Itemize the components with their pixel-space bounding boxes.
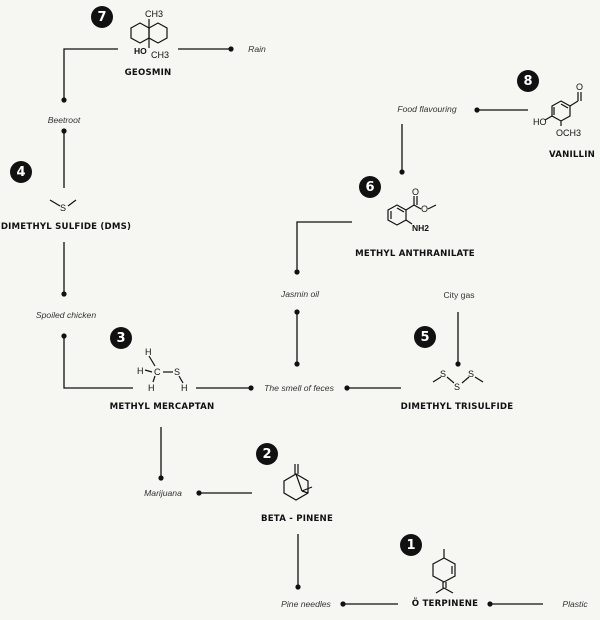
arrow-dot	[399, 169, 405, 175]
vanillin-structure: O HO OCH3	[533, 82, 583, 138]
smell-city-gas: City gas	[443, 290, 475, 300]
badge-5: 5	[414, 326, 436, 348]
arrow-dot	[228, 46, 234, 52]
smell-beetroot: Beetroot	[47, 115, 81, 125]
beta-pinene-structure	[283, 464, 313, 501]
arrow-dot	[61, 291, 67, 297]
badge-2: 2	[256, 443, 278, 465]
geosmin-ho-label: HO	[134, 46, 147, 56]
geosmin-structure: CH3 HO CH3	[130, 9, 169, 60]
arrow-dot	[294, 269, 300, 275]
compound-name-vanillin: VANILLIN	[548, 150, 596, 160]
arrow-dot	[61, 128, 67, 134]
arrow-dot	[196, 490, 202, 496]
methyl-anthranilate-structure: O O NH2	[387, 187, 437, 233]
badge-7: 7	[91, 6, 113, 28]
anthranilate-nh2-label: NH2	[412, 223, 429, 233]
smell-rain: Rain	[248, 44, 266, 54]
badge-6: 6	[359, 176, 381, 198]
connector-mercaptan-chicken	[63, 336, 133, 389]
smell-spoiled-chicken: Spoiled chicken	[35, 310, 97, 320]
compound-name-methyl-mercaptan: METHYL MERCAPTAN	[109, 402, 215, 412]
dimethyl-trisulfide-structure: S S S	[432, 369, 484, 392]
trisulfide-s3-label: S	[468, 369, 474, 379]
compound-name-geosmin: GEOSMIN	[124, 68, 172, 78]
smell-feces: The smell of feces	[264, 383, 334, 393]
mercaptan-h1-label: H	[145, 347, 152, 357]
mercaptan-s-label: S	[174, 367, 180, 377]
geosmin-ch3-top-label: CH3	[145, 9, 163, 19]
smell-marijuana: Marijuana	[144, 488, 182, 498]
compound-name-dimethyl-trisulfide: DIMETHYL TRISULFIDE	[400, 402, 514, 412]
compound-name-beta-pinene: BETA - PINENE	[260, 514, 334, 524]
mercaptan-h4-label: H	[181, 383, 188, 393]
arrow-dot	[487, 601, 493, 607]
arrow-dot	[61, 97, 67, 103]
vanillin-o-label: O	[576, 82, 583, 92]
arrow-dot	[294, 361, 300, 367]
vanillin-ho-label: HO	[533, 117, 547, 127]
geosmin-ch3-bottom-label: CH3	[151, 50, 169, 60]
smell-food-flavouring: Food flavouring	[397, 104, 457, 114]
smell-jasmin-oil: Jasmin oil	[280, 289, 320, 299]
arrow-dot	[344, 385, 350, 391]
anthranilate-o2-label: O	[421, 204, 428, 214]
connector-geosmin-beetroot	[63, 48, 118, 100]
arrow-dot	[248, 385, 254, 391]
arrow-dot	[474, 107, 480, 113]
terpinene-structure	[432, 549, 456, 594]
arrow-dot	[294, 309, 300, 315]
mercaptan-h2-label: H	[137, 366, 144, 376]
methyl-mercaptan-structure: H H C H S H	[137, 347, 188, 393]
dms-structure: S	[49, 199, 77, 213]
mercaptan-c-label: C	[154, 367, 161, 377]
vanillin-och3-label: OCH3	[556, 128, 581, 138]
arrow-dot	[455, 361, 461, 367]
compound-name-terpinene: Ö TERPINENE	[411, 599, 479, 609]
badge-1: 1	[400, 534, 422, 556]
arrow-dot	[295, 584, 301, 590]
badge-4: 4	[10, 161, 32, 183]
anthranilate-o1-label: O	[412, 187, 419, 197]
badge-3: 3	[110, 327, 132, 349]
arrow-dot	[340, 601, 346, 607]
trisulfide-s1-label: S	[440, 369, 446, 379]
arrow-dot	[61, 333, 67, 339]
connector-anthranilate-jasmin	[296, 221, 352, 272]
compound-name-methyl-anthranilate: METHYL ANTHRANILATE	[355, 249, 475, 259]
mercaptan-h3-label: H	[148, 383, 155, 393]
dms-s-label: S	[60, 203, 66, 213]
arrow-dot	[158, 475, 164, 481]
smell-plastic: Plastic	[562, 599, 588, 609]
compound-name-dms: DIMETHYL SULFIDE (DMS)	[0, 222, 132, 232]
smell-pine-needles: Pine needles	[281, 599, 331, 609]
badge-8: 8	[517, 70, 539, 92]
trisulfide-s2-label: S	[454, 382, 460, 392]
